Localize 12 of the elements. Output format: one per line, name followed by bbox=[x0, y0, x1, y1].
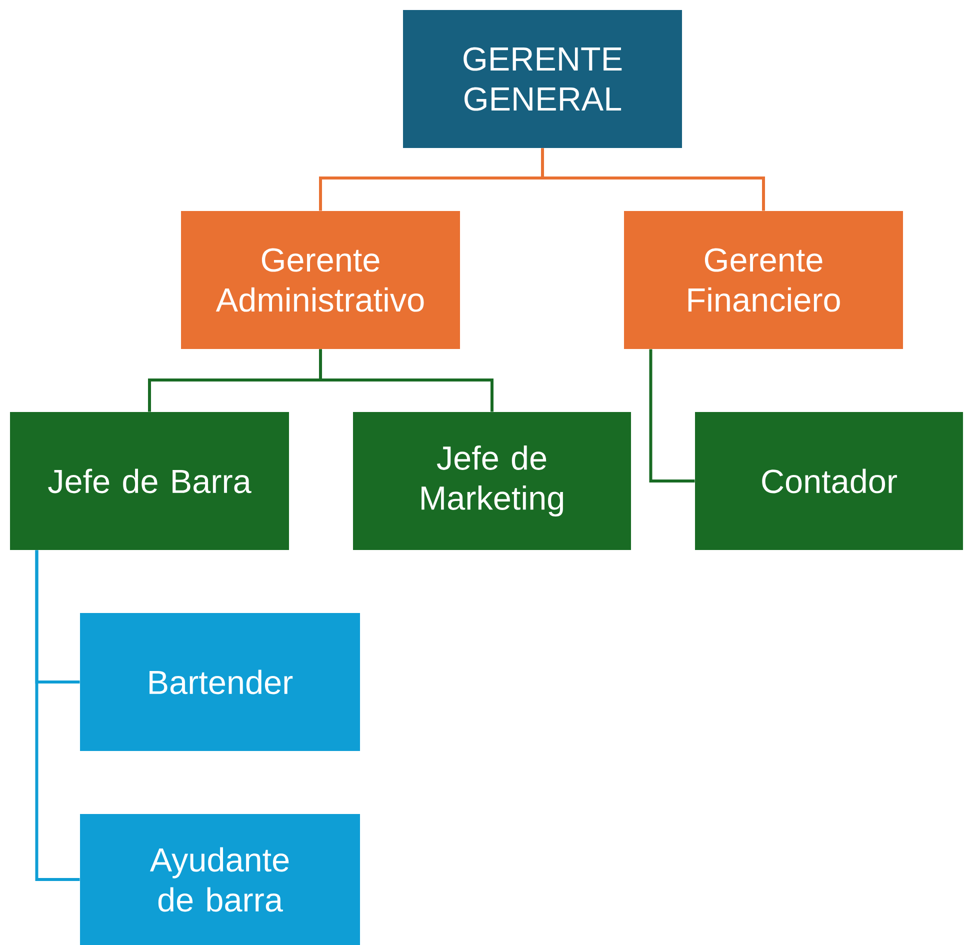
connector-line bbox=[541, 148, 765, 211]
connector-line bbox=[319, 349, 494, 412]
process-box: Contador bbox=[695, 412, 963, 550]
connector-line bbox=[35, 550, 80, 881]
process-box: Jefe de Barra bbox=[10, 412, 289, 550]
connector-line bbox=[649, 349, 695, 482]
process-box: GERENTE GENERAL bbox=[403, 10, 682, 148]
process-box: Ayudante de barra bbox=[80, 814, 360, 945]
process-box: Jefe de Marketing bbox=[353, 412, 631, 550]
process-box: Gerente Administrativo bbox=[181, 211, 460, 349]
process-box: Gerente Financiero bbox=[624, 211, 903, 349]
process-box: Bartender bbox=[80, 613, 360, 751]
